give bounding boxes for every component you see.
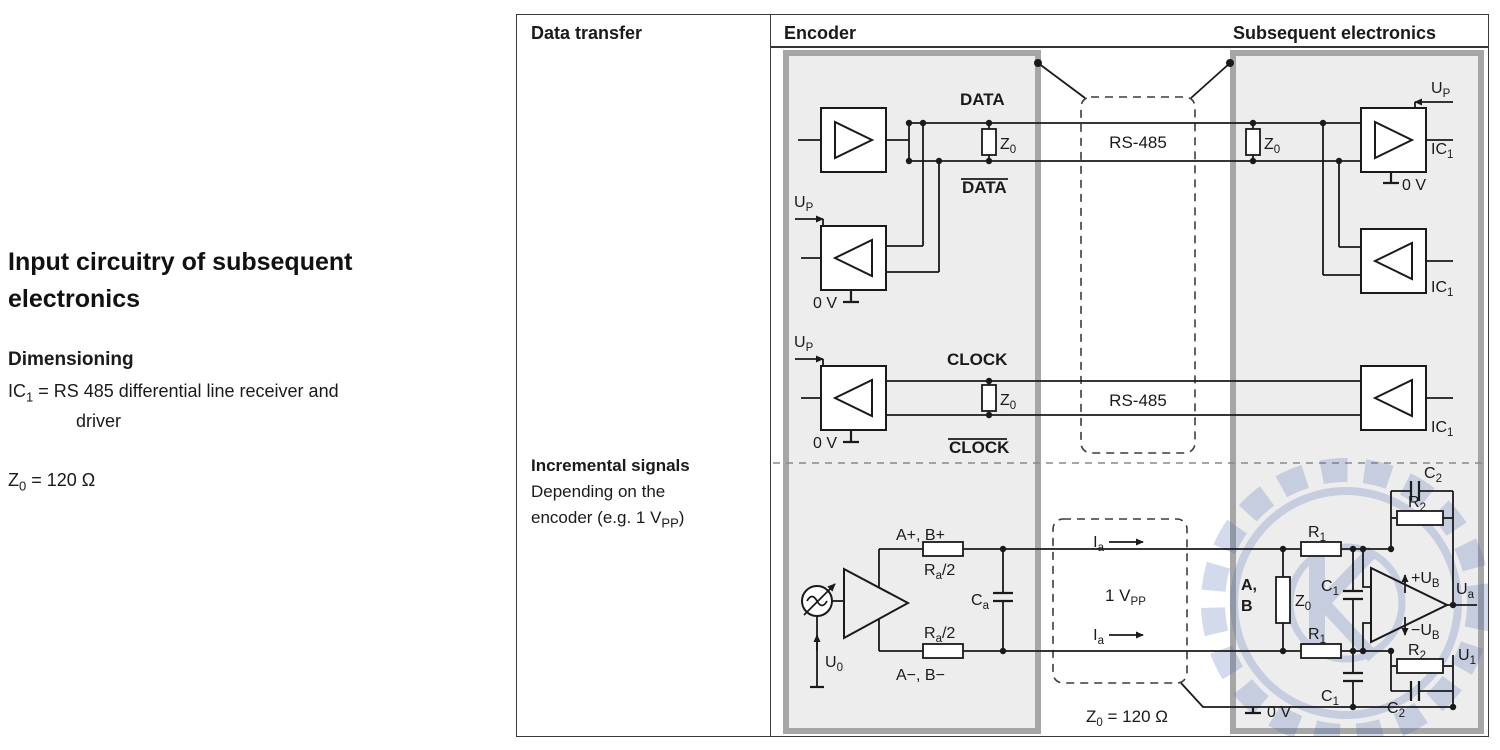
ia-label-top: Ia: [1093, 534, 1104, 554]
ic1-label-clock-receiver: IC1: [1431, 419, 1453, 439]
incremental-ground: [1245, 707, 1261, 715]
cable-shield-incremental: [1052, 518, 1453, 708]
left-text-block: Input circuitry of subsequent electronic…: [0, 0, 510, 750]
r1-resistor-top: [1300, 541, 1342, 557]
a-plus-b-plus-label: A+, B+: [896, 527, 945, 544]
encoder-incremental-amplifier: [843, 549, 911, 651]
spec-table: Data transfer Incremental signals Depend…: [516, 14, 1489, 737]
a-minus-b-minus-label: A−, B−: [896, 667, 945, 684]
data-signal-label: DATA: [960, 90, 1005, 109]
ic1-definition-line2: driver: [76, 411, 122, 431]
up-label-subsequent-data: UP: [1431, 80, 1451, 100]
r2-label-top: R2: [1408, 494, 1426, 514]
z0-label-subsequent-data: Z0: [1264, 136, 1280, 156]
z0-resistor-incremental: [1275, 545, 1291, 655]
encoder-clock-receiver: [795, 355, 887, 444]
ov-label-encoder-clock: 0 V: [813, 435, 837, 452]
page-title-line1: Input circuitry of subsequent: [8, 248, 353, 276]
clock-inverted-signal-label: CLOCK: [949, 438, 1010, 457]
z0-definition: Z0 = 120 Ω: [8, 470, 96, 494]
cable-shield-data: [1034, 59, 1234, 454]
clock-bus-wires: [886, 380, 1361, 416]
ic1-definition: IC1 = RS 485 differential line receiver …: [8, 381, 339, 405]
encoder-data-receiver-supply: [795, 215, 824, 226]
page-title-line2: electronics: [8, 285, 141, 313]
up-label-encoder-data: UP: [794, 194, 814, 214]
z0-resistor-encoder-data: [981, 119, 997, 165]
ic1-label-data-driver: IC1: [1431, 279, 1453, 299]
data-bus-wires: [909, 122, 1361, 162]
data-transfer-header: Data transfer: [531, 23, 643, 43]
opamp: [1359, 545, 1477, 655]
page-title: Input circuitry of subsequent electronic…: [8, 244, 352, 318]
u1-label: U1: [1458, 647, 1476, 667]
encoder-data-receiver-ground: [843, 290, 859, 304]
ia-label-bottom: Ia: [1093, 627, 1104, 647]
up-label-encoder-clock: UP: [794, 334, 814, 354]
ov-label-encoder-data: 0 V: [813, 295, 837, 312]
r2-label-bottom: R2: [1408, 642, 1426, 662]
ra2-label-top: Ra/2: [924, 562, 955, 582]
ov-label-subsequent-data: 0 V: [1402, 177, 1426, 194]
incremental-line1: Depending on the: [531, 482, 666, 501]
vpp-label: 1 VPP: [1105, 586, 1146, 608]
c1-label-bottom: C1: [1321, 688, 1339, 708]
ab-label-bottom: B: [1241, 598, 1253, 615]
circuit-diagram: Encoder Subsequent electronics RS-485 RS…: [771, 23, 1488, 736]
dimensioning-heading: Dimensioning: [8, 349, 134, 370]
incremental-signals-block: Incremental signals Depending on the enc…: [531, 453, 761, 536]
c2-label-bottom: C2: [1387, 700, 1405, 720]
subsequent-electronics-header: Subsequent electronics: [1233, 23, 1436, 43]
rs485-clock-label: RS-485: [1109, 391, 1167, 410]
ic1-label-data-receiver: IC1: [1431, 141, 1453, 161]
r1-resistor-bottom: [1300, 643, 1342, 659]
ra2-label-bottom: Ra/2: [924, 625, 955, 645]
z0-resistor-clock: [981, 377, 997, 419]
rs485-data-label: RS-485: [1109, 133, 1167, 152]
u0-source-voltage: [810, 616, 824, 689]
subsequent-electronics-panel: [1230, 50, 1484, 734]
subsequent-clock-receiver: [1360, 365, 1453, 431]
z0-resistor-subsequent-data: [1245, 119, 1261, 165]
subsequent-data-receiver: [1360, 98, 1453, 185]
ra2-resistor-bottom: [922, 643, 964, 659]
z0-equation-label: Z0 = 120 Ω: [1086, 707, 1168, 729]
z0-label-encoder-data: Z0: [1000, 136, 1016, 156]
clock-signal-label: CLOCK: [947, 350, 1008, 369]
ca-label: Ca: [971, 592, 990, 612]
ov-label-incremental: 0 V: [1267, 704, 1291, 721]
c2-label-top: C2: [1424, 465, 1442, 485]
signal-source: [801, 583, 844, 617]
ub-minus-label: −UB: [1411, 622, 1440, 642]
ab-label-top: A,: [1241, 577, 1257, 594]
encoder-data-driver: [798, 107, 913, 173]
feedback-network-top: [1387, 481, 1454, 605]
ua-label: Ua: [1456, 581, 1475, 601]
incremental-line2: encoder (e.g. 1 VPP): [531, 508, 685, 531]
incremental-heading: Incremental signals: [531, 456, 690, 475]
z0-label-incremental: Z0: [1295, 593, 1311, 613]
data-inverted-signal-label: DATA: [962, 178, 1007, 197]
column-divider: [770, 15, 771, 736]
subsequent-data-driver: [1319, 119, 1453, 294]
r1-label-top: R1: [1308, 524, 1326, 544]
ub-plus-label: +UB: [1411, 570, 1440, 590]
ca-capacitor: [993, 545, 1013, 655]
u0-label: U0: [825, 654, 843, 674]
encoder-header: Encoder: [784, 23, 856, 43]
z0-label-clock: Z0: [1000, 392, 1016, 412]
r1-label-bottom: R1: [1308, 626, 1326, 646]
c1-label-top: C1: [1321, 578, 1339, 598]
c1-capacitor-bottom: [1343, 651, 1363, 711]
feedback-network-bottom: [1387, 647, 1457, 711]
ra2-resistor-top: [922, 541, 964, 557]
encoder-data-receiver: [801, 119, 943, 291]
